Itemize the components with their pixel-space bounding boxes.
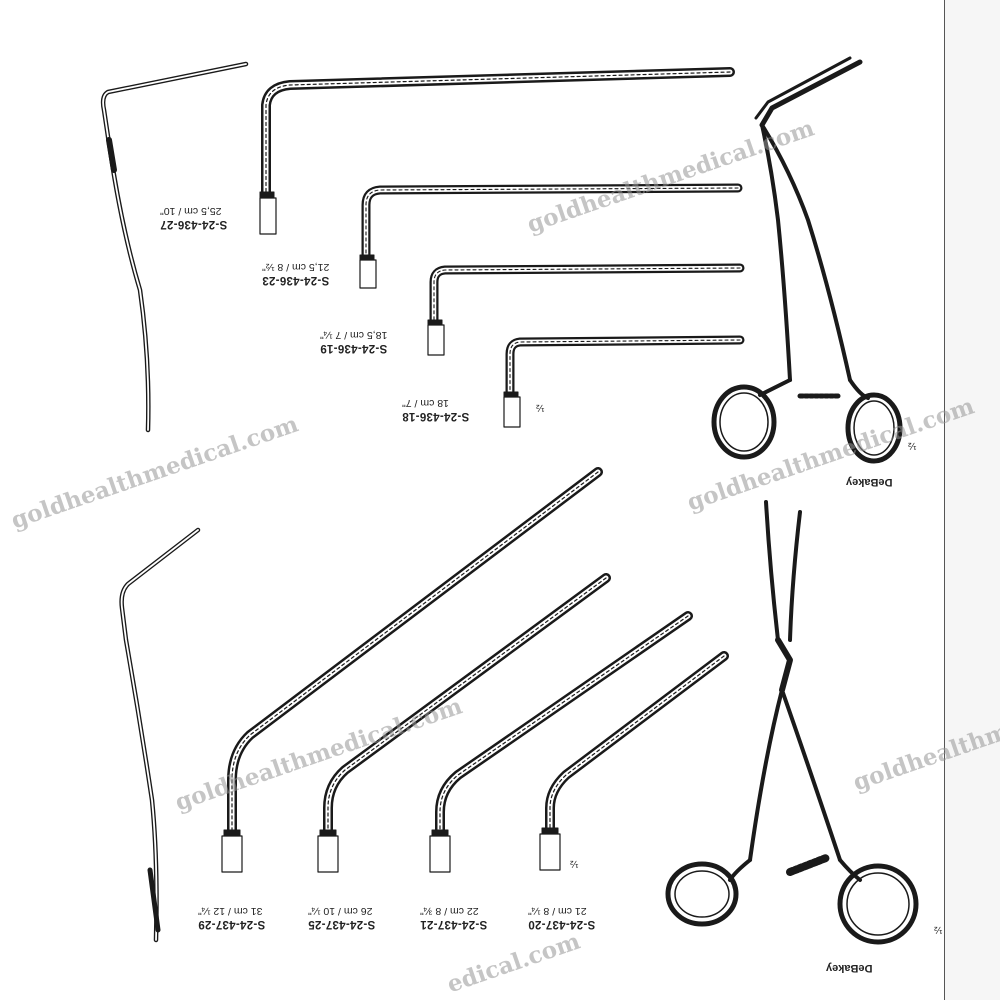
item-size: 31 cm / 12 ¼"	[198, 905, 263, 917]
item-size: 22 cm / 8 ¾"	[420, 905, 479, 917]
label-s-24-437-21: S-24-437-21 22 cm / 8 ¾"	[420, 904, 487, 930]
label-s-24-436-18: S-24-436-18 18 cm / 7"	[402, 396, 469, 422]
upper-scale-fraction: ½	[536, 402, 545, 413]
item-code: S-24-437-20	[528, 918, 596, 930]
lower-scale-fraction: ½	[570, 858, 579, 869]
label-s-24-437-29: S-24-437-29 31 cm / 12 ¼"	[198, 904, 265, 930]
label-s-24-437-25: S-24-437-25 26 cm / 10 ¼"	[308, 904, 375, 930]
label-s-24-437-20: S-24-437-20 21 cm / 8 ¼"	[528, 904, 595, 930]
label-s-24-436-23: S-24-436-23 21,5 cm / 8 ½"	[262, 260, 329, 286]
item-code: S-24-437-21	[420, 918, 488, 930]
clamp-s-24-437-29	[221, 467, 603, 873]
item-code: S-24-436-19	[320, 342, 388, 354]
lower-side-view-clamp	[119, 527, 201, 943]
upper-side-view-clamp	[100, 61, 249, 433]
lower-debakey-clamp	[665, 500, 919, 945]
upper-clamp-scale-fraction: ½	[908, 440, 917, 451]
page-edge	[944, 0, 1000, 1000]
clamp-s-24-436-19	[427, 263, 745, 356]
upper-brand-debakey: DeBakey	[846, 476, 893, 488]
clamp-s-24-436-27	[259, 67, 735, 235]
item-code: S-24-436-27	[160, 218, 228, 230]
clamp-s-24-437-25	[317, 573, 611, 873]
upper-debakey-clamp	[711, 56, 903, 464]
clamp-s-24-436-18	[503, 335, 745, 428]
lower-clamp-scale-fraction: ½	[934, 924, 943, 935]
item-size: 18,5 cm / 7 ¼"	[320, 329, 388, 341]
item-size: 21,5 cm / 8 ½"	[262, 261, 330, 273]
item-code: S-24-437-29	[198, 918, 266, 930]
item-code: S-24-437-25	[308, 918, 376, 930]
label-s-24-436-19: S-24-436-19 18,5 cm / 7 ¼"	[320, 328, 387, 354]
item-size: 18 cm / 7"	[402, 397, 449, 409]
clamp-s-24-437-20	[539, 651, 729, 871]
clamp-s-24-437-21	[429, 611, 693, 873]
item-code: S-24-436-23	[262, 274, 330, 286]
item-size: 25,5 cm / 10"	[160, 205, 222, 217]
item-size: 26 cm / 10 ¼"	[308, 905, 373, 917]
item-code: S-24-436-18	[402, 410, 470, 422]
clamp-s-24-436-23	[359, 183, 743, 289]
lower-brand-debakey: DeBakey	[826, 962, 873, 974]
item-size: 21 cm / 8 ¼"	[528, 905, 587, 917]
label-s-24-436-27: S-24-436-27 25,5 cm / 10"	[160, 204, 227, 230]
